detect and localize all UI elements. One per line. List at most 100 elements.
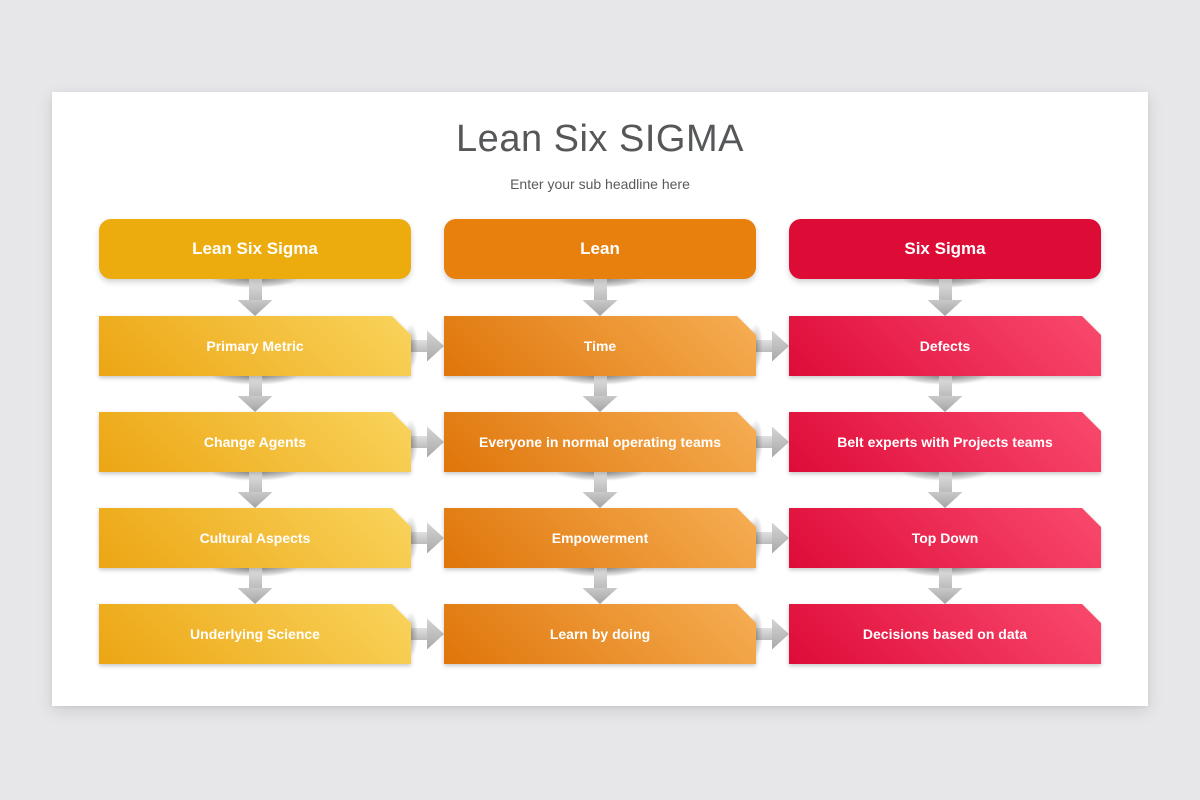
page-subtitle: Enter your sub headline here [510,176,690,192]
flow-box-lean-1: Everyone in normal operating teams [444,412,756,472]
down-arrow-icon [444,472,756,508]
flow-box-surface: Decisions based on data [789,604,1101,664]
flow-box-label: Everyone in normal operating teams [479,434,721,450]
down-connector [99,556,411,604]
arrow-stem [248,279,262,300]
down-connector [789,267,1101,316]
flow-box-label: Decisions based on data [862,626,1028,642]
column-header-lean-six-sigma: Lean Six Sigma [99,219,411,279]
arrow-stem [248,376,262,396]
down-connector [444,556,756,604]
down-arrow-icon [444,279,756,316]
arrow-head [582,300,618,316]
arrow-stem [411,340,427,352]
flow-box-surface: Primary Metric [99,316,411,376]
flow-box-lean-six-sigma-2: Cultural Aspects [99,508,411,568]
flow-box-six-sigma-1: Belt experts with Projects teams [789,412,1101,472]
down-arrow-icon [789,472,1101,508]
down-connector [99,267,411,316]
down-arrow-icon [444,376,756,412]
arrow-stem [756,436,772,448]
flow-box-surface: Belt experts with Projects teams [789,412,1101,472]
right-connector [747,508,789,568]
arrow-stem [756,340,772,352]
flow-box-label: Underlying Science [190,626,320,642]
down-arrow-icon [789,279,1101,316]
down-arrow-icon [99,472,411,508]
flow-box-six-sigma-2: Top Down [789,508,1101,568]
arrow-stem [593,279,607,300]
arrow-stem [938,376,952,396]
arrow-stem [756,532,772,544]
right-arrow-icon [427,522,444,554]
down-connector [789,364,1101,412]
right-connector [747,604,789,664]
arrow-head [582,492,618,508]
right-arrow-icon [772,330,789,362]
right-connector [747,316,789,376]
flow-box-surface: Top Down [789,508,1101,568]
flow-box-label: Cultural Aspects [199,530,311,546]
flow-box-surface: Empowerment [444,508,756,568]
down-arrow-icon [99,376,411,412]
arrow-head [582,588,618,604]
arrow-stem [411,436,427,448]
arrow-stem [938,568,952,588]
down-arrow-icon [789,568,1101,604]
flow-box-surface: Cultural Aspects [99,508,411,568]
right-arrow-icon [772,426,789,458]
arrow-stem [411,628,427,640]
flow-box-label: Top Down [911,530,979,546]
flow-box-surface: Underlying Science [99,604,411,664]
flow-box-lean-six-sigma-0: Primary Metric [99,316,411,376]
flow-box-surface: Change Agents [99,412,411,472]
arrow-head [582,396,618,412]
down-arrow-icon [99,279,411,316]
flow-box-label: Belt experts with Projects teams [837,434,1053,450]
column-header-label: Six Sigma [904,239,986,258]
arrow-head [237,300,273,316]
down-connector [99,460,411,508]
right-connector [402,316,444,376]
flow-box-label: Primary Metric [206,338,304,354]
down-connector [99,364,411,412]
flow-box-lean-0: Time [444,316,756,376]
arrow-head [237,588,273,604]
column-header-lean: Lean [444,219,756,279]
down-connector [789,556,1101,604]
arrow-stem [938,472,952,492]
flow-box-lean-2: Empowerment [444,508,756,568]
down-connector [444,460,756,508]
flow-box-six-sigma-3: Decisions based on data [789,604,1101,664]
flow-box-surface: Time [444,316,756,376]
down-arrow-icon [789,376,1101,412]
right-connector [402,412,444,472]
right-arrow-icon [427,618,444,650]
arrow-stem [938,279,952,300]
arrow-head [237,396,273,412]
arrow-stem [756,628,772,640]
right-connector [402,508,444,568]
right-connector [402,604,444,664]
arrow-head [237,492,273,508]
flow-box-surface: Learn by doing [444,604,756,664]
page-title: Lean Six SIGMA [456,118,744,160]
right-connector [747,412,789,472]
arrow-head [927,396,963,412]
column-header-six-sigma: Six Sigma [789,219,1101,279]
down-arrow-icon [99,568,411,604]
arrow-stem [593,376,607,396]
flow-box-six-sigma-0: Defects [789,316,1101,376]
flow-box-lean-3: Learn by doing [444,604,756,664]
arrow-stem [248,568,262,588]
flow-box-label: Empowerment [551,530,649,546]
flow-box-label: Learn by doing [549,626,651,642]
arrow-stem [411,532,427,544]
down-connector [789,460,1101,508]
flow-box-label: Change Agents [203,434,307,450]
flow-box-surface: Everyone in normal operating teams [444,412,756,472]
column-header-label: Lean Six Sigma [192,239,318,258]
flow-box-lean-six-sigma-1: Change Agents [99,412,411,472]
